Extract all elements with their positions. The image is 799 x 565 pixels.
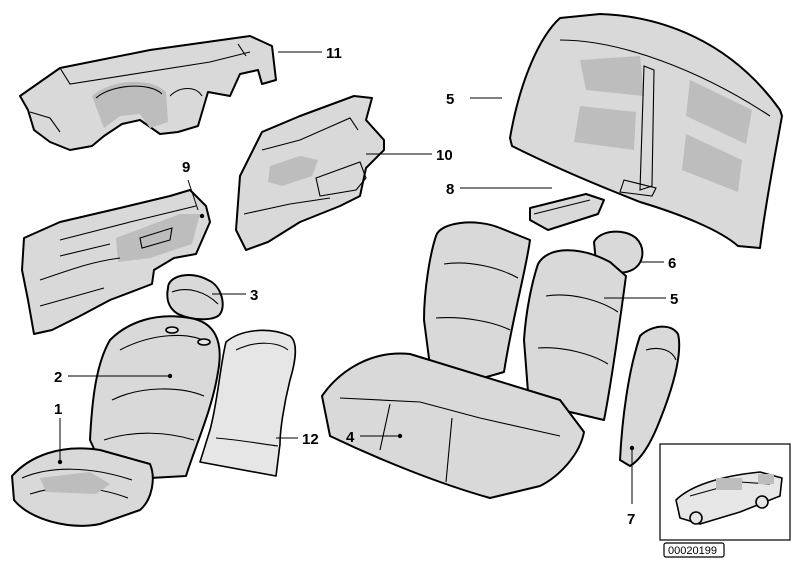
part-4-rear-seat-cushion [321,352,585,499]
leader-lines [57,51,666,504]
diagram-id-text: 00020199 [668,545,717,557]
callout-11: 11 [326,45,342,62]
callout-6: 6 [668,255,676,272]
callout-12: 12 [302,431,319,448]
part-5-rear-backrest-upper [509,13,783,249]
callout-10: 10 [436,147,453,164]
part-11-dashboard [19,35,277,151]
part-8-armrest [529,193,605,231]
part-3-front-headrest [166,273,224,321]
part-10-rear-side-panel [235,95,385,251]
callout-9: 9 [182,159,190,176]
part-9-front-door-panel [21,189,211,335]
callout-5b: 5 [670,291,678,308]
callout-5a: 5 [446,91,454,108]
part-1-front-seat-cushion [11,447,154,527]
callout-3: 3 [250,287,258,304]
diagram-id-label: 00020199 [663,542,725,558]
part-2-front-backrest [89,315,221,479]
part-7-side-bolster [619,325,681,467]
part-12-backrest-rear-panel [199,329,297,477]
vehicle-thumbnail [659,443,791,541]
callout-1: 1 [54,401,62,418]
rear-backrest-left [423,221,531,381]
callout-7: 7 [627,511,635,528]
leader-9 [187,179,199,211]
callout-4: 4 [346,429,355,446]
callout-2: 2 [54,369,62,386]
callout-labels: 11 10 9 5 8 6 5 3 2 1 12 4 7 [54,45,678,528]
part-5-rear-backrest-right [523,249,627,421]
callout-8: 8 [446,181,454,198]
